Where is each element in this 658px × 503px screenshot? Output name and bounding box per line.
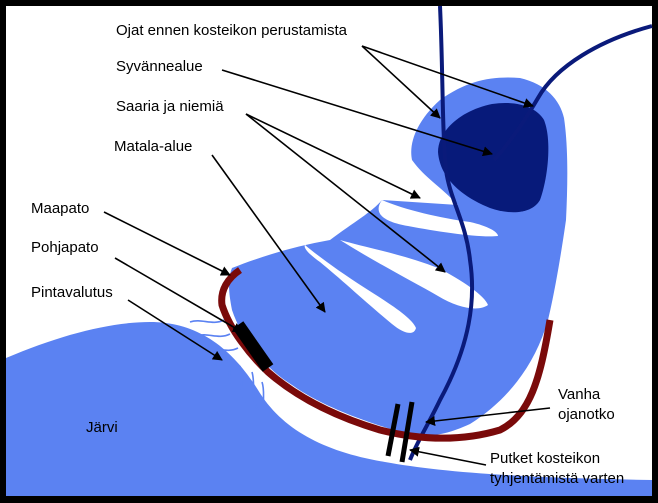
stream-left <box>408 5 475 461</box>
peninsula-lower <box>304 245 416 333</box>
label-bottom-dam: Pohjapato <box>31 239 99 256</box>
earth-dam <box>218 267 554 442</box>
label-surface-outflow: Pintavalutus <box>31 284 113 301</box>
pointer-arrows <box>103 45 551 466</box>
label-islands: Saaria ja niemiä <box>116 98 224 115</box>
label-streams-before: Ojat ennen kosteikon perustamista <box>116 22 348 39</box>
lake-area <box>6 322 652 496</box>
label-pipes-1: Putket kosteikon <box>490 450 600 467</box>
island-upper <box>378 200 498 237</box>
label-old-ditch-1: Vanha <box>558 386 601 403</box>
deep-area <box>438 102 549 213</box>
bottom-dam <box>232 321 274 372</box>
label-pipes-2: tyhjentämistä varten <box>490 470 624 487</box>
drain-pipes <box>385 401 415 463</box>
label-lake: Järvi <box>86 419 118 436</box>
label-old-ditch-2: ojanotko <box>558 406 615 423</box>
label-deep-area: Syvännealue <box>116 58 203 75</box>
stream-right <box>492 24 653 162</box>
island-middle <box>340 240 488 309</box>
label-earth-dam: Maapato <box>31 200 89 217</box>
label-shallow-area: Matala-alue <box>114 138 192 155</box>
surface-outflow-lines <box>189 319 269 417</box>
